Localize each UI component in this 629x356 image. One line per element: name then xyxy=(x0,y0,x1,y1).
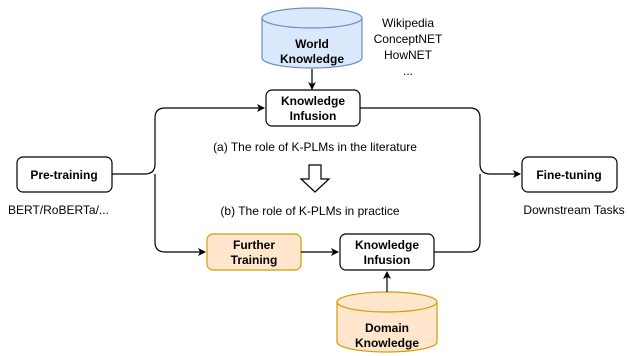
further-training-node: Further Training xyxy=(206,233,302,271)
further-training-label-1: Further xyxy=(233,238,275,252)
source-item: ConceptNET xyxy=(374,32,443,46)
domain-db-label-1: Domain xyxy=(365,321,409,335)
literature-caption: (a) The role of K-PLMs in the literature xyxy=(213,140,417,154)
source-item: Wikipedia xyxy=(382,16,434,30)
finetuning-node: Fine-tuning xyxy=(521,156,618,193)
further-training-label-2: Training xyxy=(231,253,278,267)
infusion-top-label-2: Infusion xyxy=(290,109,337,123)
pretraining-label: Pre-training xyxy=(30,168,97,182)
infusion-bottom-label-2: Infusion xyxy=(364,253,411,267)
practice-caption: (b) The role of K-PLMs in practice xyxy=(220,204,400,218)
models-caption: BERT/RoBERTa/... xyxy=(8,203,109,217)
world-db-label-2: Knowledge xyxy=(280,52,344,66)
world-knowledge-database: World Knowledge xyxy=(261,7,363,69)
source-item: HowNET xyxy=(384,48,433,62)
pretraining-node: Pre-training xyxy=(16,156,113,193)
domain-db-label-2: Knowledge xyxy=(355,336,419,350)
finetuning-label: Fine-tuning xyxy=(536,168,601,182)
knowledge-infusion-top-node: Knowledge Infusion xyxy=(265,89,361,127)
infusion-top-label-1: Knowledge xyxy=(281,94,345,108)
downstream-caption: Downstream Tasks xyxy=(523,203,624,217)
connector-infusion-bottom-to-finetuning xyxy=(434,174,481,253)
source-item: ... xyxy=(403,64,413,78)
down-arrow-icon xyxy=(299,164,331,193)
domain-knowledge-database: Domain Knowledge xyxy=(336,291,438,353)
infusion-bottom-label-1: Knowledge xyxy=(355,238,419,252)
knowledge-sources-list: Wikipedia ConceptNET HowNET ... xyxy=(374,16,443,78)
arrow-infusion-top-to-finetuning xyxy=(360,107,521,178)
world-db-label-1: World xyxy=(295,37,329,51)
arrow-pretraining-to-infusion-top xyxy=(112,104,265,175)
knowledge-infusion-bottom-node: Knowledge Infusion xyxy=(339,233,435,271)
arrow-pretraining-to-further-training xyxy=(154,174,206,256)
